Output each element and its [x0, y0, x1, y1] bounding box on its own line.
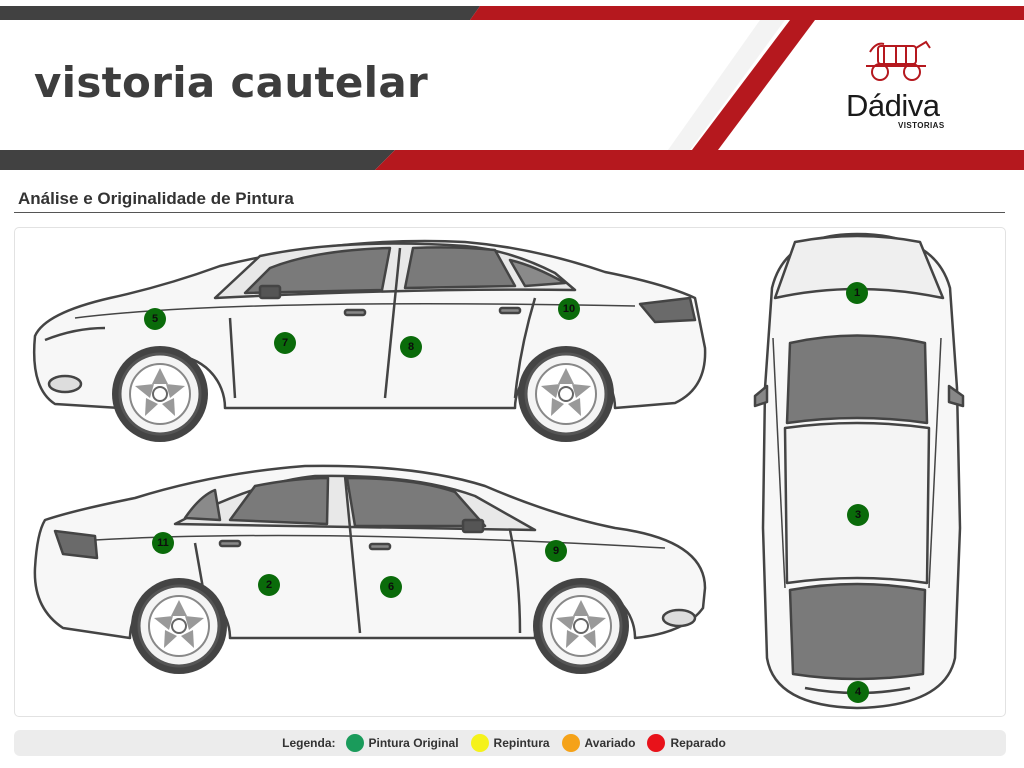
orange-dot-icon	[561, 734, 580, 752]
car-right-side-view	[33, 464, 707, 640]
marker-9[interactable]: 9	[545, 540, 567, 562]
marker-4[interactable]: 4	[847, 681, 869, 703]
section-divider	[14, 212, 1005, 213]
car-diagram	[33, 232, 965, 710]
legend-label: Legenda:	[282, 736, 336, 750]
marker-2[interactable]: 2	[258, 574, 280, 596]
legend-item-damaged: Avariado	[561, 734, 635, 752]
marker-5[interactable]: 5	[144, 308, 166, 330]
marker-3[interactable]: 3	[847, 504, 869, 526]
green-dot-icon	[345, 734, 364, 752]
carriage-icon	[866, 40, 931, 81]
section-title: Análise e Originalidade de Pintura	[18, 189, 294, 208]
yellow-dot-icon	[470, 734, 489, 752]
marker-1[interactable]: 1	[846, 282, 868, 304]
marker-11[interactable]: 11	[152, 532, 174, 554]
page-title: vistoria cautelar	[34, 58, 429, 107]
header-decoration	[0, 6, 1024, 170]
logo-wordmark: Dádiva	[846, 88, 940, 123]
legend-item-original: Pintura Original	[345, 734, 459, 752]
marker-7[interactable]: 7	[274, 332, 296, 354]
marker-8[interactable]: 8	[400, 336, 422, 358]
header-banner: vistoria cautelar Dádiva VISTORIAS	[0, 0, 1024, 172]
marker-6[interactable]: 6	[380, 576, 402, 598]
legend-bar: Legenda: Pintura Original Repintura Avar…	[14, 730, 1006, 756]
logo-subtitle: VISTORIAS	[898, 121, 945, 130]
company-logo: Dádiva VISTORIAS	[840, 38, 960, 134]
red-dot-icon	[647, 734, 666, 752]
marker-10[interactable]: 10	[558, 298, 580, 320]
car-top-view	[753, 232, 965, 710]
legend-item-repaired: Reparado	[647, 734, 726, 752]
car-diagram-panel: 1 2 3 4 5 6 7 8 9 10 11	[14, 227, 1006, 717]
legend-item-repaint: Repintura	[470, 734, 550, 752]
